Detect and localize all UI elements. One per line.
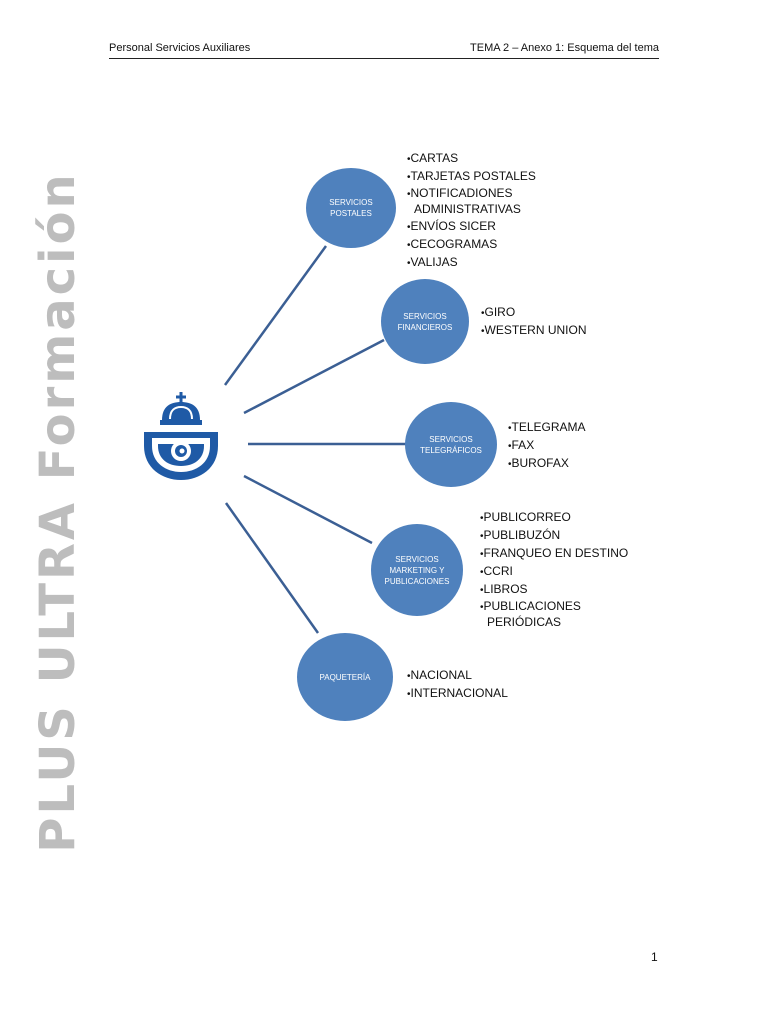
list-item: •PUBLICORREO: [480, 510, 571, 524]
list-financieros: •GIRO •WESTERN UNION: [481, 304, 631, 340]
list-item: •LIBROS: [480, 582, 528, 596]
list-item: •TELEGRAMA: [508, 420, 586, 434]
connector-financieros: [243, 338, 385, 415]
list-telegraficos: •TELEGRAMA •FAX •BUROFAX: [508, 419, 658, 473]
list-item: •FAX: [508, 438, 535, 452]
list-postales: •CARTAS •TARJETAS POSTALES •NOTIFICADION…: [407, 150, 557, 272]
list-item: •PUBLICACIONES PERIÓDICAS: [480, 599, 581, 629]
connector-marketing: [243, 474, 373, 545]
list-item: •CCRI: [480, 564, 513, 578]
correos-posthorn-crown-icon: [144, 392, 218, 480]
list-item: •BUROFAX: [508, 456, 569, 470]
list-item: •NOTIFICADIONES ADMINISTRATIVAS: [407, 186, 521, 216]
list-item: •VALIJAS: [407, 255, 458, 269]
list-item: •CARTAS: [407, 151, 459, 165]
list-item: •CECOGRAMAS: [407, 237, 498, 251]
list-item: •FRANQUEO EN DESTINO: [480, 546, 629, 560]
node-servicios-financieros: SERVICIOS FINANCIEROS: [381, 279, 469, 364]
list-item: •WESTERN UNION: [481, 323, 587, 337]
node-servicios-postales: SERVICIOS POSTALES: [306, 168, 396, 248]
connector-postales: [223, 245, 328, 386]
node-servicios-marketing: SERVICIOS MARKETING Y PUBLICACIONES: [371, 524, 463, 616]
list-item: •TARJETAS POSTALES: [407, 169, 536, 183]
connector-paqueteria: [224, 502, 320, 634]
list-marketing: •PUBLICORREO •PUBLIBUZÓN •FRANQUEO EN DE…: [480, 509, 640, 631]
node-servicios-telegraficos: SERVICIOS TELEGRÁFICOS: [405, 402, 497, 487]
header-left-text: Personal Servicios Auxiliares: [109, 42, 251, 54]
list-item: •ENVÍOS SICER: [407, 219, 496, 233]
list-item: •INTERNACIONAL: [407, 686, 508, 700]
list-item: •GIRO: [481, 305, 516, 319]
node-paqueteria: PAQUETERÍA: [297, 633, 393, 721]
list-item: •PUBLIBUZÓN: [480, 528, 561, 542]
page-number: 1: [651, 950, 658, 964]
list-item: •NACIONAL: [407, 668, 472, 682]
correos-logo: [138, 388, 228, 488]
header-divider: [109, 58, 659, 59]
list-paqueteria: •NACIONAL •INTERNACIONAL: [407, 667, 557, 703]
header-right-text: TEMA 2 – Anexo 1: Esquema del tema: [470, 42, 659, 54]
